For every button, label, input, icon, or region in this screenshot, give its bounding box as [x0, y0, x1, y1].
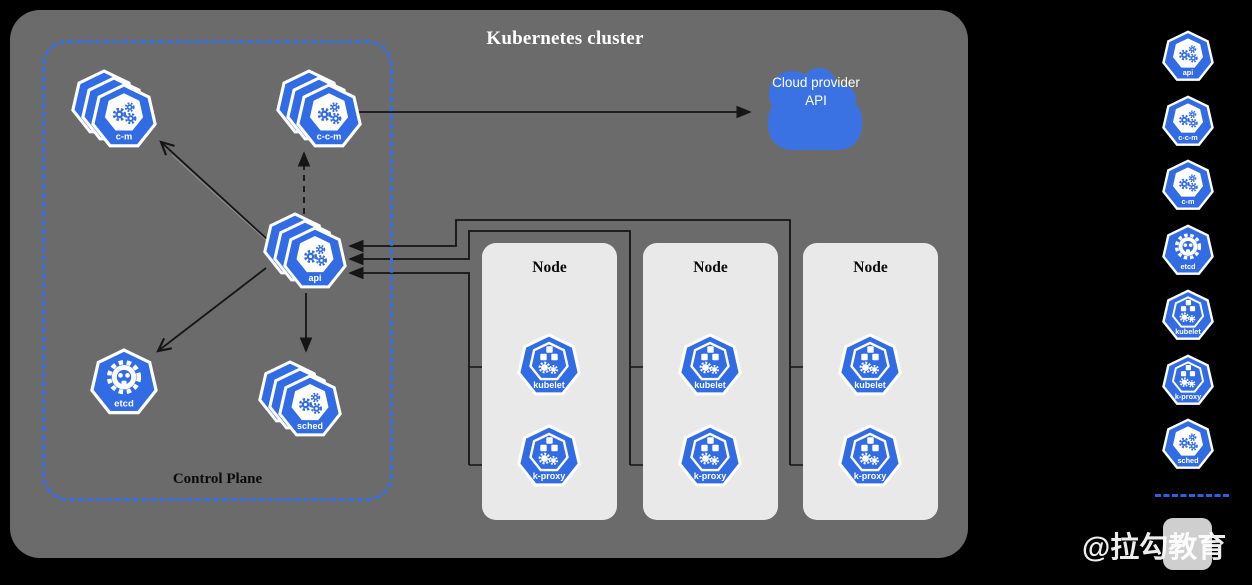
component-label: c-c-m: [1178, 133, 1198, 142]
control-plane-box: [42, 40, 393, 501]
icon-k-proxy: k-proxy: [517, 424, 581, 489]
component-label: c-m: [116, 132, 132, 142]
component-label: c-c-m: [317, 132, 342, 142]
component-label: api: [308, 273, 321, 283]
node-title: Node: [853, 259, 888, 276]
component-label: sched: [1177, 456, 1198, 465]
icon-c-c-m: c-c-m: [1162, 95, 1214, 148]
component-label: k-proxy: [1175, 391, 1202, 400]
icon-kubelet: kubelet: [678, 333, 742, 398]
component-label: kubelet: [533, 380, 565, 390]
component-label: k-proxy: [854, 471, 887, 481]
icon-sched: sched: [258, 360, 342, 439]
component-label: etcd: [1180, 262, 1195, 271]
node-title: Node: [693, 259, 728, 276]
icon-api: api: [263, 212, 347, 291]
icon-sched: sched: [1162, 418, 1214, 471]
cloud-label: Cloud provider API: [772, 75, 860, 108]
cloud-icon: [768, 68, 862, 150]
icon-k-proxy: k-proxy: [678, 424, 742, 489]
icon-etcd: etcd: [90, 348, 158, 417]
component-label: sched: [297, 421, 323, 431]
legend-dashed-line: [1155, 494, 1229, 497]
icon-etcd: etcd: [1162, 224, 1214, 277]
component-label: k-proxy: [533, 471, 566, 481]
component-label: k-proxy: [694, 471, 727, 481]
icon-k-proxy: k-proxy: [838, 424, 902, 489]
icon-c-m: c-m: [71, 69, 157, 150]
icon-c-c-m: c-c-m: [276, 69, 362, 150]
legend-node-box: [1163, 518, 1212, 570]
component-label: etcd: [114, 398, 134, 409]
icon-k-proxy: k-proxy: [1162, 353, 1214, 407]
component-label: kubelet: [1175, 327, 1201, 336]
component-label: api: [1183, 68, 1194, 77]
component-label: kubelet: [694, 380, 726, 390]
icon-kubelet: kubelet: [1162, 289, 1214, 342]
component-label: c-m: [1182, 197, 1195, 206]
node-title: Node: [532, 259, 567, 276]
watermark: @拉勾教育: [1082, 532, 1227, 564]
icon-c-m: c-m: [1162, 159, 1214, 212]
icon-api: api: [1162, 30, 1214, 83]
component-label: kubelet: [854, 380, 886, 390]
cloud-provider-api: [756, 60, 874, 152]
icon-kubelet: kubelet: [838, 333, 902, 398]
control-plane-label: Control Plane: [172, 471, 263, 487]
icon-kubelet: kubelet: [517, 333, 581, 398]
cluster-title: Kubernetes cluster: [486, 28, 644, 49]
